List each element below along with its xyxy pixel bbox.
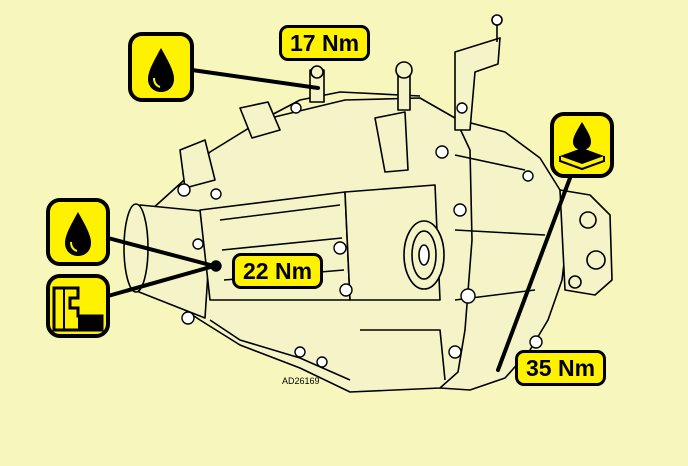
torque-label-top: 17 Nm [279,25,371,61]
sealant-icon [550,112,614,178]
drain-plug-icon [46,274,110,338]
leader-lines [106,68,572,372]
torque-label-middle: 22 Nm [232,253,324,289]
output-shaft [403,220,445,290]
reference-code: AD26169 [282,376,320,386]
oil-drop-icon [128,32,194,102]
oil-drop-icon [46,198,110,266]
housing-bolts [177,102,543,368]
torque-label-bottom: 35 Nm [515,350,607,386]
